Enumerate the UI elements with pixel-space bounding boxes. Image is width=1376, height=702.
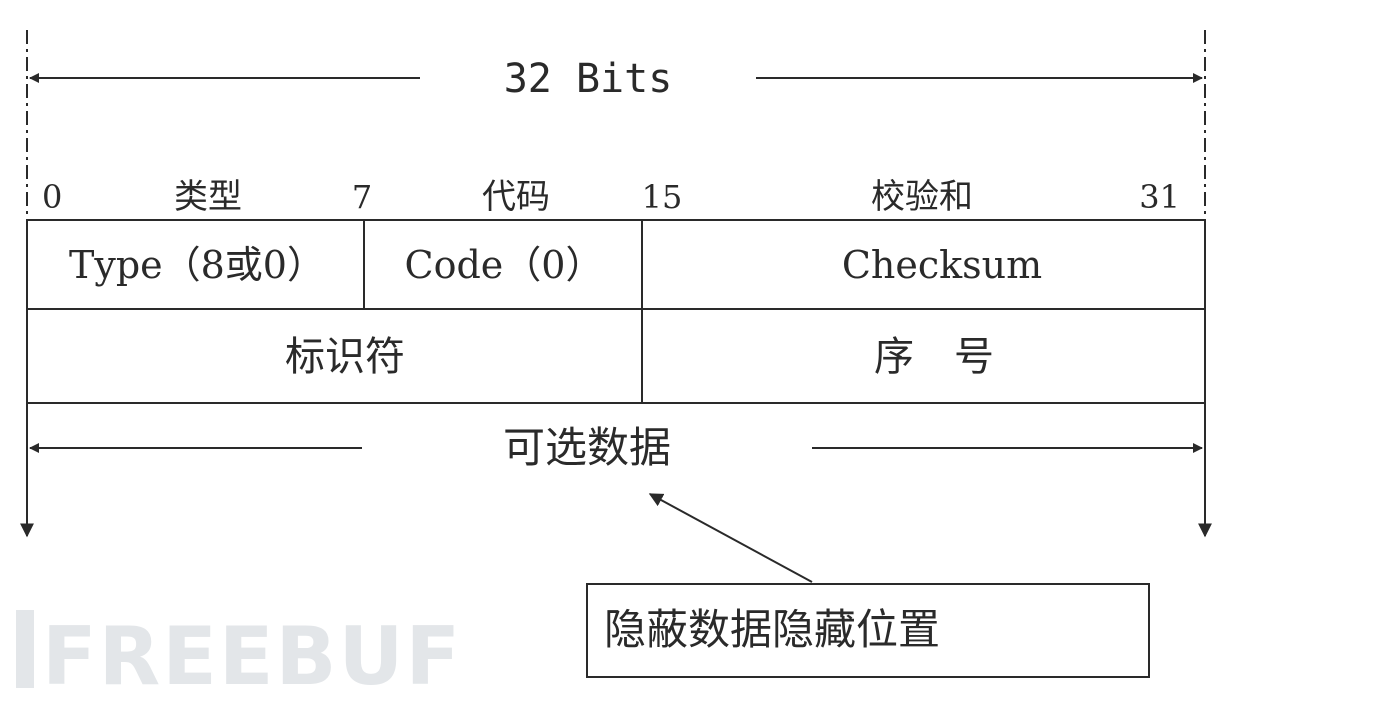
header-table bbox=[26, 219, 1206, 404]
callout-pointer-arrow bbox=[648, 493, 813, 583]
field-name-code: 代码 bbox=[482, 177, 550, 217]
field-name-type: 类型 bbox=[174, 177, 242, 217]
checksum-field-cell: Checksum bbox=[842, 243, 1042, 287]
watermark-bar-icon bbox=[16, 610, 34, 688]
code-field-cell: Code（0） bbox=[405, 243, 604, 287]
bit-position-0: 0 bbox=[42, 178, 62, 216]
field-name-checksum: 校验和 bbox=[871, 177, 973, 217]
bit-position-15: 15 bbox=[642, 178, 683, 216]
watermark-text: FREEBUF bbox=[42, 610, 462, 702]
freebuf-watermark: FREEBUF bbox=[16, 610, 462, 702]
identifier-field-cell: 标识符 bbox=[285, 334, 405, 380]
bit-position-31: 31 bbox=[1139, 178, 1180, 216]
optional-data-label: 可选数据 bbox=[503, 423, 671, 472]
bit-position-7: 7 bbox=[352, 178, 372, 216]
callout-text: 隐蔽数据隐藏位置 bbox=[604, 605, 940, 654]
table-border bbox=[26, 219, 1206, 404]
type-field-cell: Type（8或0） bbox=[69, 243, 325, 287]
bits-width-label: 32 Bits bbox=[504, 56, 673, 102]
callout-box bbox=[586, 583, 1150, 678]
sequence-field-cell: 序 号 bbox=[874, 334, 994, 380]
